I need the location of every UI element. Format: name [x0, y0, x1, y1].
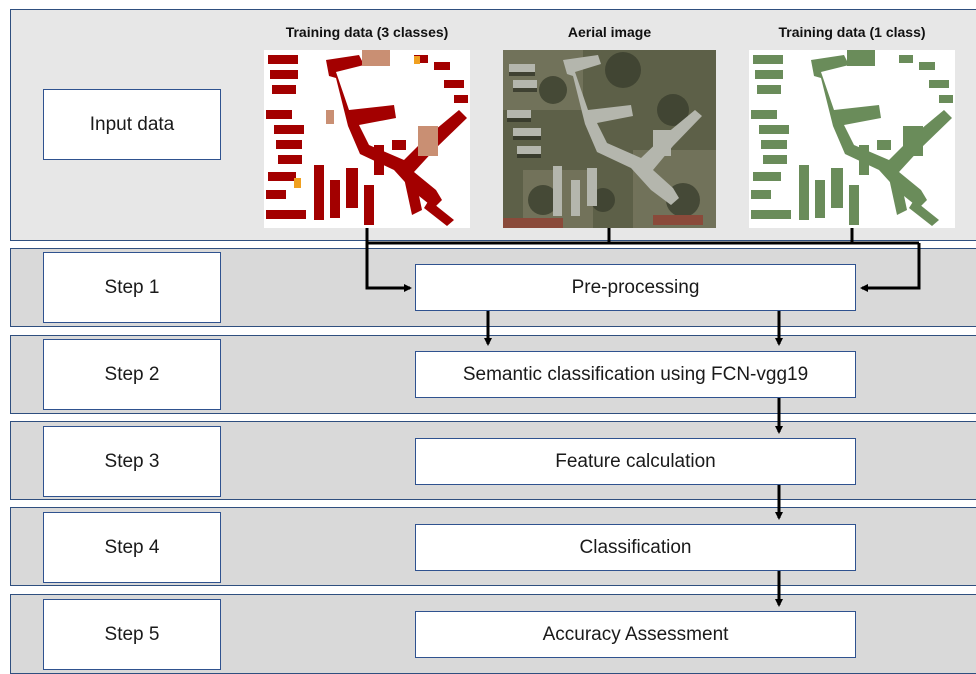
semantic-classification-box: Semantic classification using FCN-vgg19	[415, 351, 856, 398]
input-data-label: Input data	[43, 89, 221, 160]
training1-image	[749, 50, 955, 228]
arrow-right-to-preprocessing	[860, 243, 921, 292]
step5-label: Step 5	[43, 599, 221, 670]
training3-title: Training data (3 classes)	[285, 24, 449, 40]
step2-label: Step 2	[43, 339, 221, 410]
step1-label: Step 1	[43, 252, 221, 323]
step4-label: Step 4	[43, 512, 221, 583]
step3-label: Step 3	[43, 426, 221, 497]
preprocessing-box: Pre-processing	[415, 264, 856, 311]
classification-box: Classification	[415, 524, 856, 571]
accuracy-assessment-box: Accuracy Assessment	[415, 611, 856, 658]
training1-title: Training data (1 class)	[778, 24, 926, 40]
arrow-training3-to-preprocessing	[365, 228, 412, 292]
feature-calculation-box: Feature calculation	[415, 438, 856, 485]
aerial-image	[503, 50, 716, 228]
training3-image	[264, 50, 470, 228]
aerial-title: Aerial image	[567, 24, 652, 40]
